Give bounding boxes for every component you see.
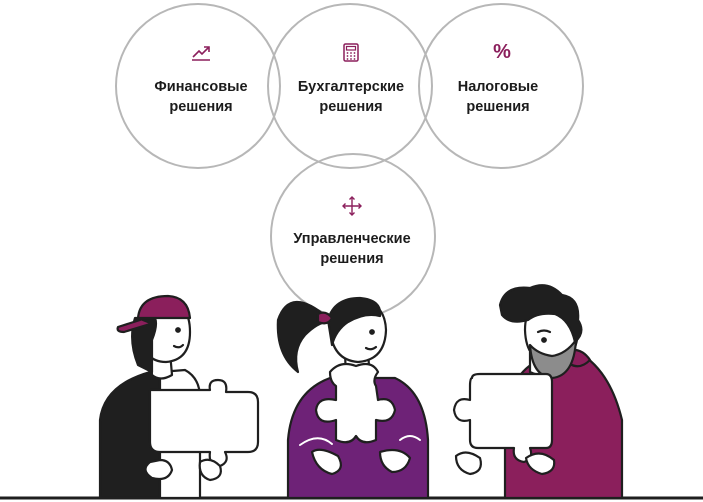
calculator-icon [343,43,359,62]
label-financial-line2: решения [169,99,233,115]
label-accounting-line2: решения [319,99,383,115]
label-accounting: Бухгалтерские решения [266,77,436,117]
label-financial-line1: Финансовые [154,79,248,95]
label-management-line2: решения [320,251,384,267]
label-management: Управленческие решения [267,229,437,269]
label-financial: Финансовые решения [116,77,286,117]
circle-tax [418,3,584,169]
person-left [98,294,260,500]
person-right [452,284,624,500]
label-tax-line1: Налоговые [457,79,539,95]
label-tax: Налоговые решения [413,77,583,117]
move-arrows-icon [342,196,362,216]
percent-icon: % [493,41,511,63]
label-tax-line2: решения [466,99,530,115]
label-accounting-line1: Бухгалтерские [297,79,405,95]
label-management-line1: Управленческие [293,231,411,247]
person-middle [276,296,430,500]
trend-up-icon [192,46,210,61]
